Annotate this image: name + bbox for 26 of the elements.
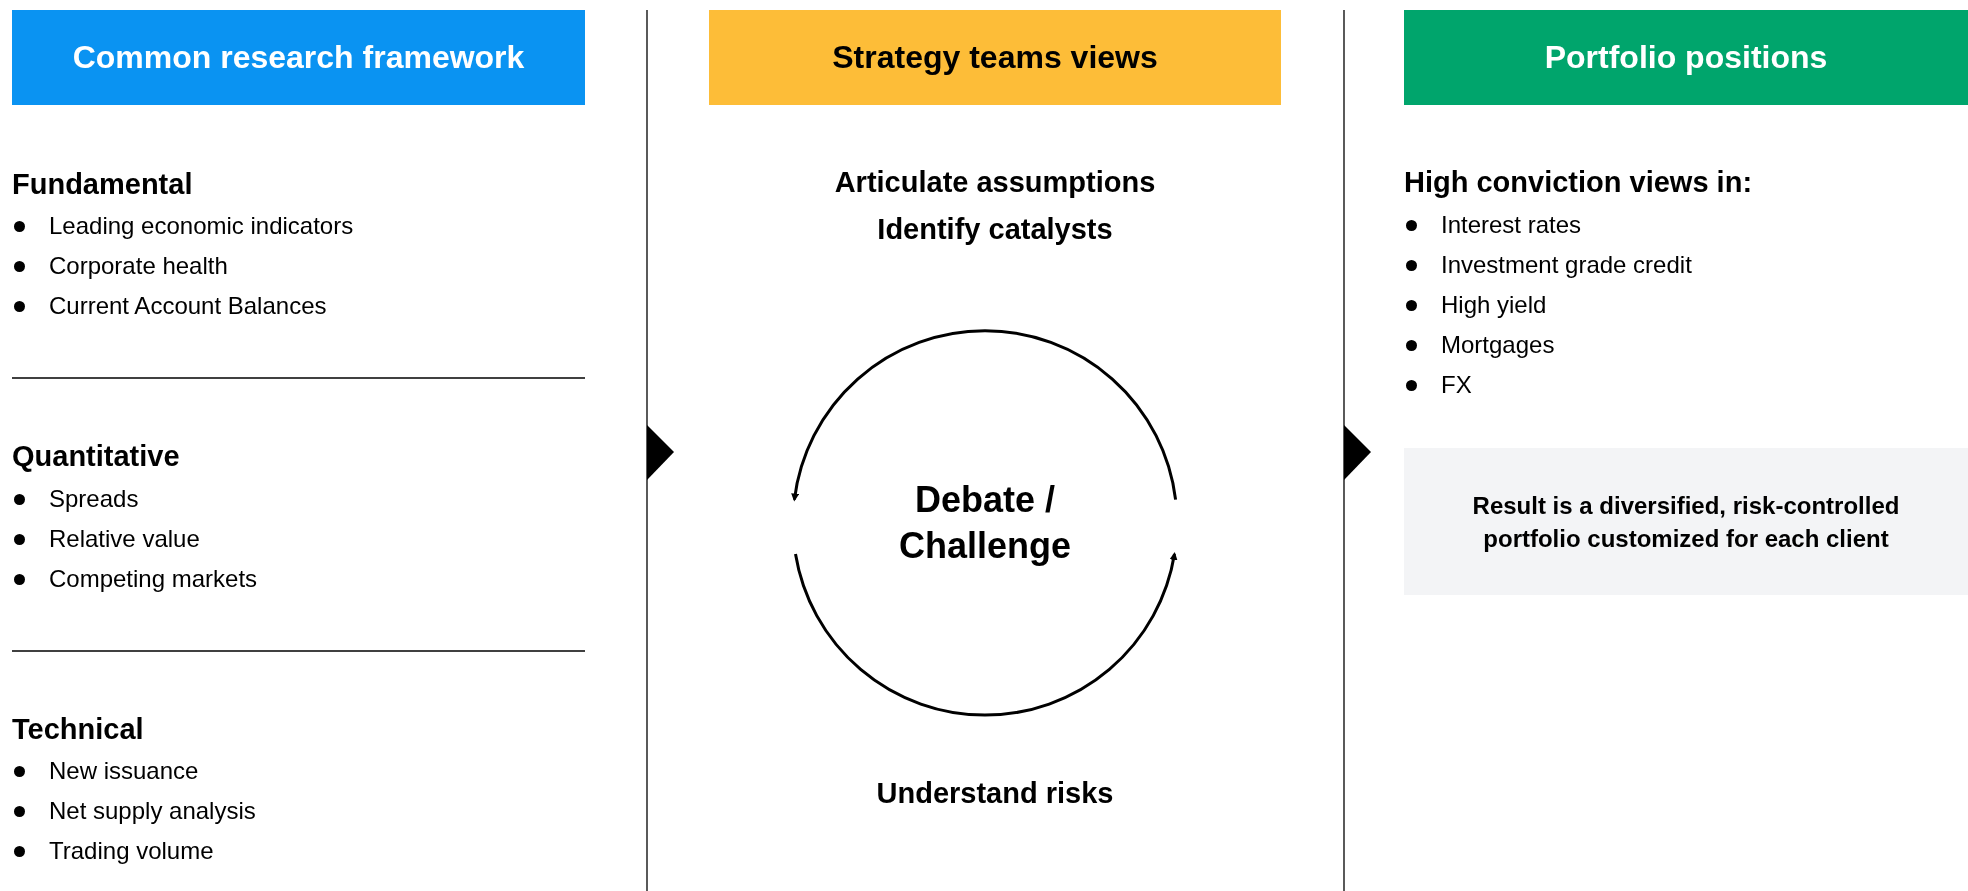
section-heading: Fundamental (12, 168, 193, 201)
bullet-item: Relative value (12, 525, 200, 553)
section-heading: Technical (12, 713, 144, 746)
step-label: Articulate assumptions (834, 166, 1156, 199)
bullet-item: Current Account Balances (12, 292, 327, 320)
bullet-item: Interest rates (1404, 211, 1582, 239)
bullet-item: Mortgages (1404, 331, 1555, 359)
bullet-item: Net supply analysis (12, 797, 256, 825)
bullet-item: Investment grade credit (1404, 251, 1692, 279)
bullet-item: Corporate health (12, 252, 228, 280)
result-panel: Result is a diversified, risk-controlled portfolio customized for each client (1404, 448, 1968, 595)
step-label: Understand risks (876, 777, 1114, 810)
bullet-item: FX (1404, 371, 1472, 399)
section-heading: Quantitative (12, 440, 180, 473)
bullet-item: Leading economic indicators (12, 212, 354, 240)
bullet-item: High yield (1404, 291, 1547, 319)
bullet-item: New issuance (12, 757, 199, 785)
section-heading: High conviction views in: (1404, 166, 1753, 199)
bullet-item: Trading volume (12, 837, 214, 865)
column-header: Common research framework (12, 10, 585, 105)
step-label: Identify catalysts (877, 213, 1113, 246)
column-header: Strategy teams views (709, 10, 1281, 105)
column-header: Portfolio positions (1404, 10, 1968, 105)
bullet-item: Competing markets (12, 565, 258, 593)
bullet-item: Spreads (12, 485, 139, 513)
center-label: Debate / Challenge (897, 478, 1072, 568)
